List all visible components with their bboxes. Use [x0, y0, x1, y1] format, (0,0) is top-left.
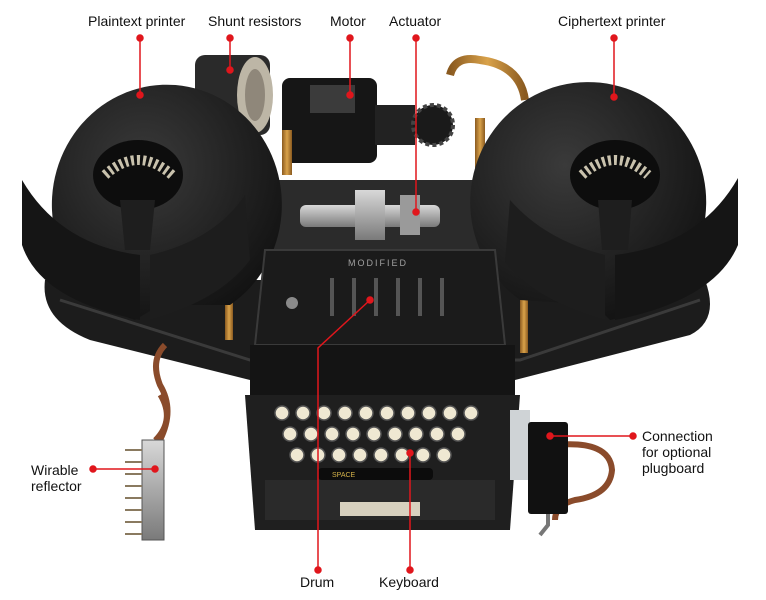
plugboard-connector-part	[510, 410, 568, 537]
label-shunt-resistors: Shunt resistors	[208, 13, 302, 29]
label-actuator: Actuator	[389, 13, 442, 29]
wirable-reflector-part	[125, 393, 169, 541]
label-ciphertext-printer: Ciphertext printer	[558, 13, 666, 29]
label-plaintext-printer: Plaintext printer	[88, 13, 186, 29]
label-motor: Motor	[330, 13, 366, 29]
label-drum: Drum	[300, 574, 335, 590]
label-connection-plugboard: Connection for optional plugboard	[642, 428, 713, 476]
label-keyboard: Keyboard	[379, 574, 439, 590]
drum-cover-plate-text: MODIFIED	[348, 258, 408, 268]
drum-cover: MODIFIED	[253, 249, 507, 346]
space-key-text: SPACE	[332, 472, 356, 479]
callout-lines	[89, 34, 637, 574]
actuator-part	[270, 180, 500, 250]
plaintext-printer-part	[22, 84, 282, 320]
brass-posts	[225, 118, 528, 353]
ciphertext-printer-part	[470, 82, 738, 320]
motor-part	[282, 78, 455, 163]
brass-pipe	[446, 55, 529, 101]
space-key: SPACE	[318, 468, 433, 480]
keyboard-keys	[274, 405, 479, 463]
label-wirable-reflector: Wirable reflector	[31, 462, 82, 494]
